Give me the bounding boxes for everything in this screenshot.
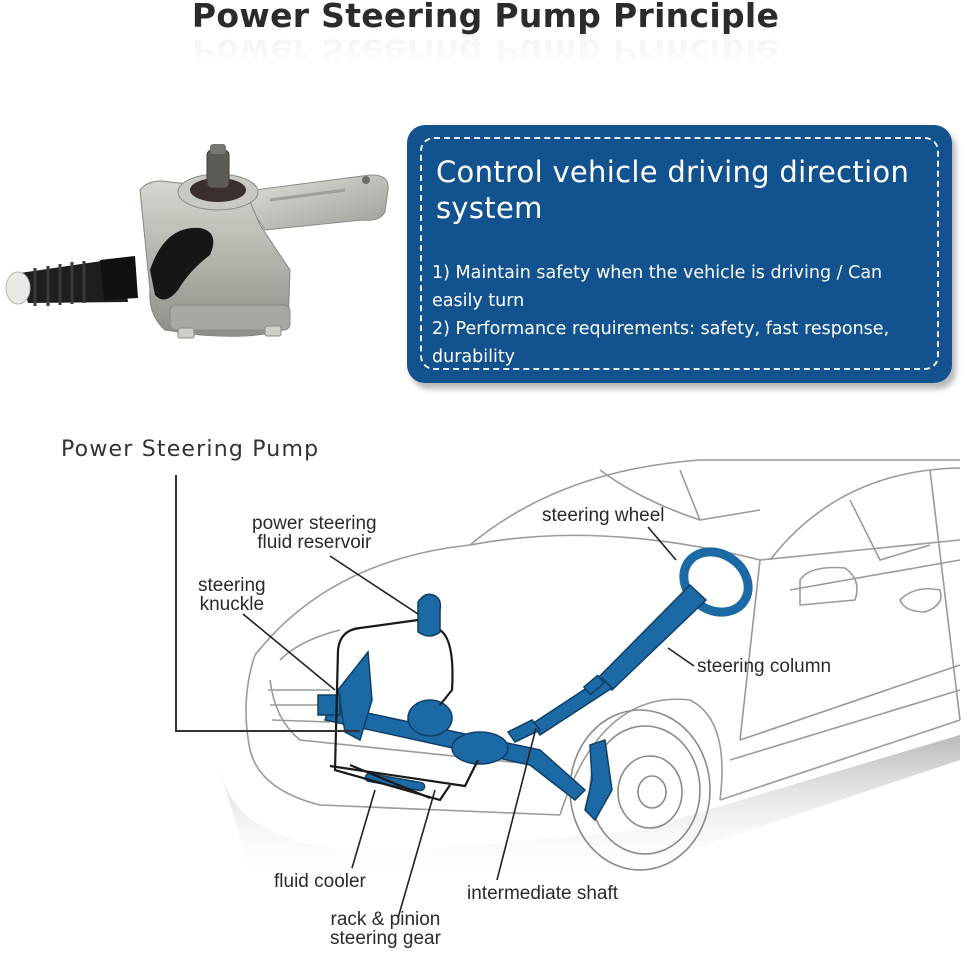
callout-fluid-cooler: fluid cooler bbox=[274, 872, 366, 891]
power-steering-pump-label: Power Steering Pump bbox=[61, 437, 320, 462]
callout-rack-pinion: rack & pinion steering gear bbox=[330, 910, 441, 948]
callout-line: power steering bbox=[252, 513, 377, 534]
info-point: 1) Maintain safety when the vehicle is d… bbox=[432, 263, 883, 311]
callout-line: fluid cooler bbox=[274, 871, 366, 892]
power-steering-pump-image bbox=[5, 144, 389, 339]
car-shadow bbox=[220, 735, 960, 883]
callout-intermediate-shaft: intermediate shaft bbox=[467, 884, 618, 903]
callout-line: steering bbox=[198, 575, 266, 596]
callout-line: rack & pinion bbox=[330, 909, 441, 930]
rack-shape bbox=[324, 704, 587, 801]
info-box-dashed-border: Control vehicle driving direction system… bbox=[420, 137, 939, 370]
reservoir-shape bbox=[417, 593, 442, 637]
callout-line: knuckle bbox=[199, 594, 265, 615]
callout-steering-wheel: steering wheel bbox=[542, 506, 665, 525]
info-heading: Control vehicle driving direction system bbox=[436, 155, 910, 225]
info-box: Control vehicle driving direction system… bbox=[407, 125, 952, 383]
callout-line: steering column bbox=[697, 656, 832, 677]
knuckle-shape bbox=[337, 650, 373, 742]
steering-components bbox=[317, 547, 753, 822]
callout-fluid-reservoir: power steering fluid reservoir bbox=[252, 514, 377, 552]
car-steering-diagram bbox=[175, 459, 961, 919]
callout-line: fluid reservoir bbox=[257, 532, 372, 553]
callout-line: steering wheel bbox=[542, 505, 665, 526]
info-points: 1) Maintain safety when the vehicle is d… bbox=[432, 259, 929, 371]
callout-leaders bbox=[242, 526, 695, 919]
callout-line: intermediate shaft bbox=[467, 883, 619, 904]
power-steering-pump-leader bbox=[175, 475, 360, 732]
page-title: Power Steering Pump Principle bbox=[191, 0, 780, 35]
callout-steering-column: steering column bbox=[697, 657, 831, 676]
intermediate-shaft-shape bbox=[506, 719, 542, 743]
callout-steering-knuckle: steering knuckle bbox=[198, 576, 266, 614]
callout-line: steering gear bbox=[330, 928, 441, 949]
info-point: 2) Performance requirements: safety, fas… bbox=[432, 319, 890, 367]
steering-column-shape bbox=[596, 583, 708, 692]
page-title-reflection: Power Steering Pump Principle bbox=[191, 32, 780, 71]
